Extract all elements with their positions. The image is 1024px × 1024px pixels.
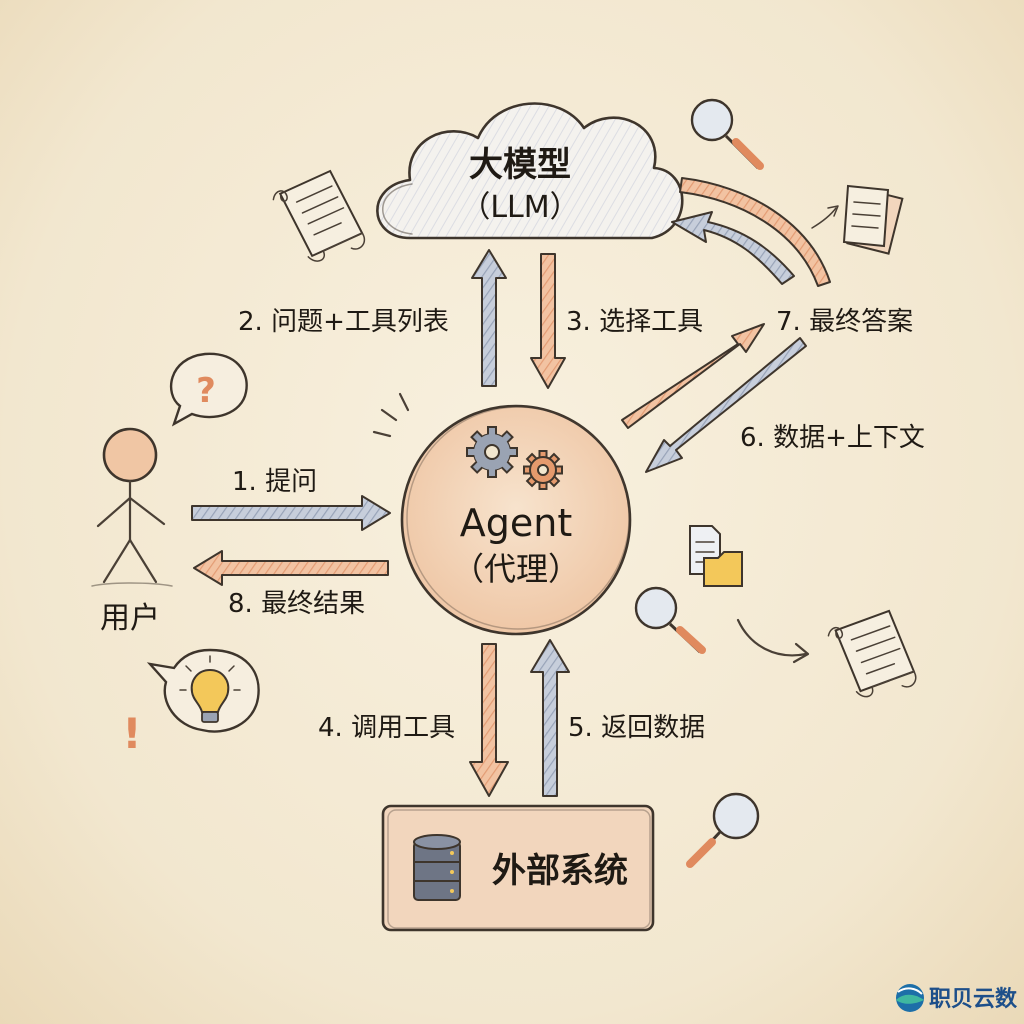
gears-icon — [466, 426, 563, 490]
watermark-text: 职贝云数 — [929, 986, 1018, 1012]
exclaim-mark: ! — [122, 709, 141, 758]
agent-node: Agent （代理） — [372, 392, 632, 636]
scroll-icon — [272, 169, 366, 262]
step-8-label: 8. 最终结果 — [228, 589, 365, 619]
llm-node: 大模型 （LLM） — [376, 102, 684, 240]
arrow-step-7-to-answer — [621, 323, 765, 429]
stick-figure-icon — [91, 427, 173, 587]
step-1-label: 1. 提问 — [232, 467, 317, 497]
llm-subtitle: （LLM） — [460, 190, 579, 225]
arrow-step-4 — [469, 643, 509, 797]
database-icon — [413, 834, 461, 901]
watermark: 职贝云数 — [896, 984, 1018, 1012]
magnifier-icon — [686, 792, 760, 868]
step-4-label: 4. 调用工具 — [318, 713, 455, 743]
arrow-step-8 — [193, 550, 389, 586]
arrow-step-5 — [530, 639, 570, 797]
llm-title: 大模型 — [469, 145, 571, 185]
step-5-label: 5. 返回数据 — [568, 713, 705, 743]
arrow-curve-llm-to-answer — [679, 177, 831, 287]
magnifier-icon — [634, 586, 706, 654]
magnifier-icon — [690, 98, 764, 170]
arrow-step-6 — [645, 337, 807, 473]
step-2-label: 2. 问题+工具列表 — [238, 307, 449, 337]
agent-subtitle: （代理） — [452, 550, 580, 588]
agent-title: Agent — [460, 501, 572, 545]
user-node: 用户 — [91, 427, 173, 636]
folder-icon — [689, 525, 743, 587]
user-label: 用户 — [100, 601, 160, 636]
lightbulb-icon — [179, 655, 241, 723]
arrow-curve-back-to-llm — [671, 211, 795, 285]
step-7-label: 7. 最终答案 — [776, 307, 913, 337]
external-system-node: 外部系统 — [381, 804, 655, 932]
question-bubble: ? — [170, 352, 248, 427]
question-mark: ? — [196, 371, 216, 411]
document-icon — [811, 184, 904, 255]
curve-arrow-to-scroll — [736, 618, 808, 657]
agent-sparkle-lines — [372, 392, 410, 438]
external-label: 外部系统 — [492, 851, 628, 891]
arrow-step-1 — [191, 495, 391, 531]
step-6-label: 6. 数据+上下文 — [740, 423, 925, 453]
idea-bubble — [146, 648, 260, 733]
agent-circle — [400, 404, 632, 636]
scroll-icon — [827, 609, 917, 698]
arrow-step-3 — [530, 253, 566, 389]
cloud-shape — [376, 102, 684, 240]
arrow-step-2 — [471, 249, 507, 387]
step-3-label: 3. 选择工具 — [566, 307, 703, 337]
watermark-logo-icon — [896, 984, 924, 1012]
